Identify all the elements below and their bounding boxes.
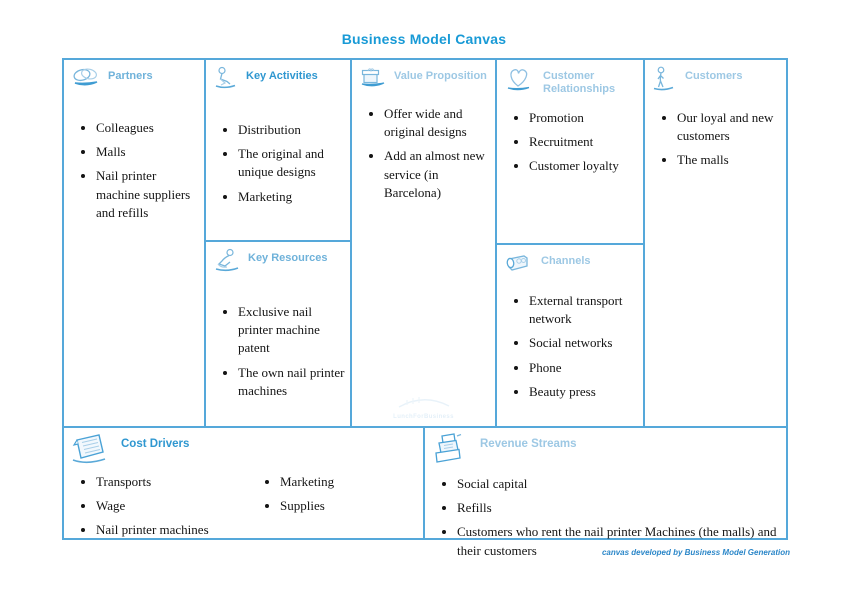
- list-item: Distribution: [238, 121, 348, 139]
- customers-header: Customers: [645, 60, 786, 97]
- heart-icon: [504, 66, 536, 97]
- channels-header: Channels: [497, 245, 643, 280]
- section-revenue-streams: Revenue Streams Social capitalRefillsCus…: [423, 426, 788, 558]
- section-value-proposition: Value Proposition Offer wide and origina…: [350, 58, 497, 428]
- section-partners: Partners ColleaguesMallsNail printer mac…: [62, 58, 206, 428]
- customers-list: Our loyal and new customersThe malls: [653, 109, 784, 170]
- customer-relationships-list: PromotionRecruitmentCustomer loyalty: [505, 109, 641, 176]
- list-item: The own nail printer machines: [238, 364, 348, 400]
- cost-drivers-label: Cost Drivers: [121, 438, 190, 450]
- list-item: Our loyal and new customers: [677, 109, 784, 145]
- section-channels: Channels External transport networkSocia…: [495, 243, 645, 428]
- revenue-streams-list: Social capitalRefillsCustomers who rent …: [433, 475, 784, 560]
- partners-label: Partners: [108, 70, 153, 82]
- key-activities-header: Key Activities: [206, 60, 350, 95]
- list-item: Refills: [457, 499, 784, 517]
- list-item: Social networks: [529, 334, 641, 352]
- value-proposition-header: Value Proposition: [352, 60, 495, 93]
- list-item: Social capital: [457, 475, 784, 493]
- list-item: Offer wide and original designs: [384, 105, 493, 141]
- delivery-truck-icon: [504, 251, 534, 280]
- customer-relationships-label: Customer Relationships: [543, 70, 616, 96]
- partners-header: Partners: [64, 60, 204, 93]
- list-item: Recruitment: [529, 133, 641, 151]
- list-item: Add an almost new service (in Barcelona): [384, 147, 493, 202]
- standing-person-icon: [652, 66, 678, 97]
- list-item: Customer loyalty: [529, 157, 641, 175]
- value-proposition-label: Value Proposition: [394, 70, 487, 82]
- handshake-knot-icon: [71, 66, 101, 93]
- list-item: Promotion: [529, 109, 641, 127]
- list-item: Exclusive nail printer machine patent: [238, 303, 348, 358]
- list-item: Colleagues: [96, 119, 202, 137]
- key-resources-list: Exclusive nail printer machine patentThe…: [214, 303, 348, 400]
- channels-label: Channels: [541, 255, 591, 267]
- key-activities-list: DistributionThe original and unique desi…: [214, 121, 348, 206]
- section-customers: Customers Our loyal and new customersThe…: [643, 58, 788, 428]
- section-key-activities: Key Activities DistributionThe original …: [204, 58, 352, 242]
- key-resources-label: Key Resources: [248, 252, 328, 264]
- gift-box-icon: [359, 66, 387, 93]
- seated-person-icon: [213, 248, 241, 277]
- kneeling-person-icon: [213, 66, 239, 95]
- section-customer-relationships: Customer Relationships PromotionRecruitm…: [495, 58, 645, 245]
- cost-drivers-header: Cost Drivers: [64, 428, 423, 471]
- list-item: Supplies: [280, 497, 410, 515]
- partners-list: ColleaguesMallsNail printer machine supp…: [72, 119, 202, 222]
- list-item: Nail printer machine suppliers and refil…: [96, 167, 202, 222]
- list-item: Beauty press: [529, 383, 641, 401]
- watermark: LunchForBusiness: [352, 393, 495, 420]
- receipt-note-icon: [69, 432, 111, 471]
- value-proposition-list: Offer wide and original designsAdd an al…: [360, 105, 493, 202]
- list-item: Marketing: [238, 188, 348, 206]
- list-item: Transports: [96, 473, 246, 491]
- key-resources-header: Key Resources: [206, 242, 350, 277]
- key-activities-label: Key Activities: [246, 70, 318, 82]
- list-item: The malls: [677, 151, 784, 169]
- list-item: Nail printer machines: [96, 521, 246, 539]
- revenue-streams-label: Revenue Streams: [480, 438, 577, 450]
- list-item: Marketing: [280, 473, 410, 491]
- list-item: Malls: [96, 143, 202, 161]
- credit-line: canvas developed by Business Model Gener…: [601, 548, 790, 557]
- watermark-text: LunchForBusiness: [393, 414, 454, 420]
- section-cost-drivers: Cost Drivers TransportsWageNail printer …: [62, 426, 425, 540]
- page-title: Business Model Canvas: [341, 31, 507, 47]
- revenue-streams-header: Revenue Streams: [425, 428, 786, 473]
- list-item: Phone: [529, 359, 641, 377]
- cost-drivers-list-col1: TransportsWageNail printer machines: [72, 473, 246, 546]
- list-item: External transport network: [529, 292, 641, 328]
- channels-list: External transport networkSocial network…: [505, 292, 641, 401]
- cost-drivers-list-col2: MarketingSupplies: [256, 473, 410, 546]
- section-key-resources: Key Resources Exclusive nail printer mac…: [204, 240, 352, 428]
- list-item: Wage: [96, 497, 246, 515]
- list-item: The original and unique designs: [238, 145, 348, 181]
- cash-register-icon: [430, 432, 470, 473]
- cost-drivers-columns: TransportsWageNail printer machines Mark…: [64, 471, 423, 546]
- list-item: Customers who rent the nail printer Mach…: [457, 523, 784, 559]
- customer-relationships-header: Customer Relationships: [497, 60, 643, 97]
- customers-label: Customers: [685, 70, 743, 82]
